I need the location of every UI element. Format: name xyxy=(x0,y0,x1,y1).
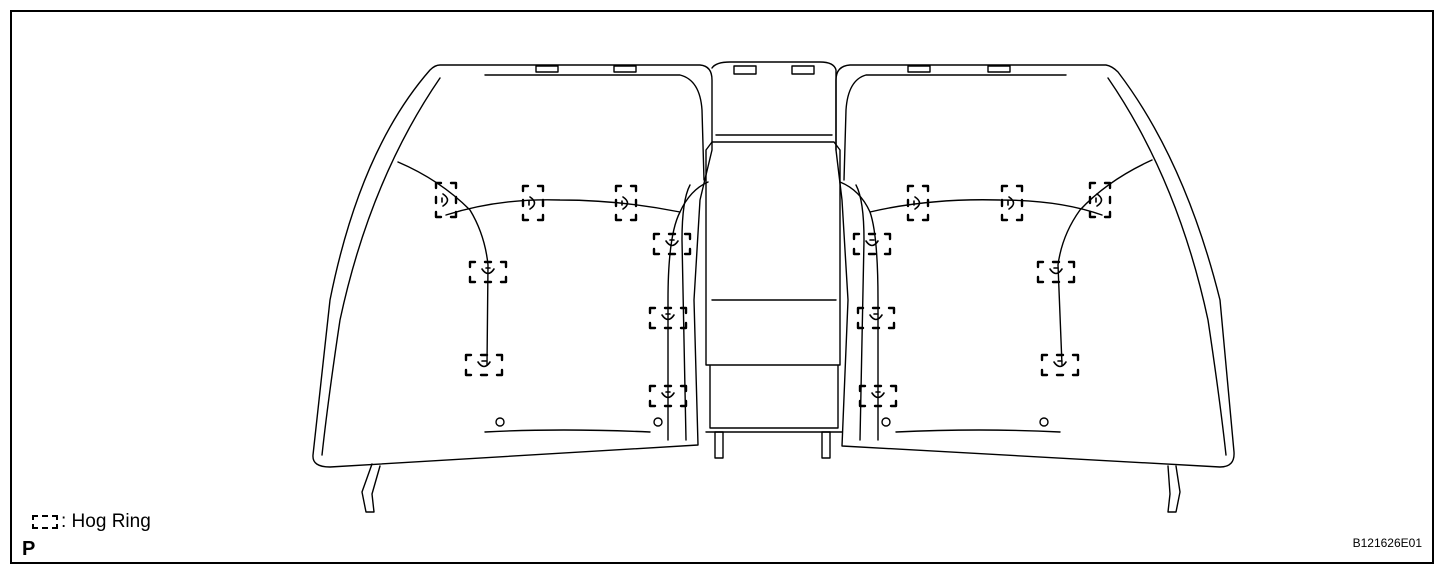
hog-ring-clip xyxy=(477,360,491,368)
hog-ring-clip xyxy=(665,239,679,247)
right-inner-side-line xyxy=(855,184,865,441)
hog-ring-marker xyxy=(464,353,504,377)
left-outer-seam xyxy=(321,77,441,456)
left-horizontal-seam xyxy=(445,199,681,216)
hog-ring-marker xyxy=(648,384,688,408)
hog-ring-clip xyxy=(621,196,629,210)
left-hole xyxy=(495,417,505,427)
hog-ring-marker xyxy=(906,184,930,222)
hog-ring-marker xyxy=(652,232,692,256)
left-upper-trim-line xyxy=(484,74,705,181)
hog-ring-clip xyxy=(441,193,449,207)
top-tabs xyxy=(535,65,1011,75)
hog-ring-clip xyxy=(1049,267,1063,275)
hog-ring-marker xyxy=(856,306,896,330)
hog-ring-marker xyxy=(1036,260,1076,284)
view-letter: P xyxy=(22,538,36,560)
hog-ring-clip xyxy=(1095,193,1103,207)
right-shoulder-seam xyxy=(1057,159,1153,366)
figure-frame xyxy=(10,10,1434,564)
left-frame-hook xyxy=(361,463,381,513)
hog-ring-marker xyxy=(434,181,458,219)
hog-ring-clip xyxy=(1053,360,1067,368)
left-shoulder-seam xyxy=(397,161,489,366)
hog-ring-marker xyxy=(1088,181,1112,219)
left-lower-edge-line xyxy=(484,429,651,433)
left-inner-seam xyxy=(667,181,709,441)
hog-ring-clip xyxy=(865,239,879,247)
center-panel xyxy=(705,61,843,459)
right-inner-seam xyxy=(839,181,879,441)
legend-label: : Hog Ring xyxy=(61,511,151,532)
right-upper-trim-line xyxy=(843,74,1067,181)
hog-ring-clip xyxy=(661,313,675,321)
hog-ring-clip xyxy=(481,267,495,275)
right-hole xyxy=(1039,417,1049,427)
hog-ring-marker xyxy=(648,306,688,330)
left-inner-hole xyxy=(653,417,663,427)
right-horizontal-seam xyxy=(869,199,1103,216)
right-outer-seam xyxy=(1107,77,1227,456)
hog-ring-marker xyxy=(614,184,638,222)
hog-ring-clip xyxy=(528,196,536,210)
hog-ring-marker xyxy=(468,260,508,284)
hog-ring-marker xyxy=(858,384,898,408)
left-seatback-outline xyxy=(312,64,713,468)
hog-ring-clip xyxy=(661,391,675,399)
hog-ring-clip xyxy=(869,313,883,321)
hog-ring-marker xyxy=(852,232,892,256)
hog-ring-clip xyxy=(1007,196,1015,210)
left-inner-side-line xyxy=(681,184,691,441)
hog-ring-clip xyxy=(913,196,921,210)
right-frame-hook xyxy=(1167,465,1181,513)
figure-code: B121626E01 xyxy=(1352,536,1422,550)
hog-ring-clip xyxy=(871,391,885,399)
hog-ring-marker xyxy=(1000,184,1024,222)
hog-ring-bracket-icon xyxy=(32,515,58,529)
hog-ring-marker xyxy=(521,184,545,222)
right-lower-edge-line xyxy=(895,429,1061,433)
legend: : Hog Ring xyxy=(32,510,151,534)
hog-ring-markers xyxy=(434,181,1112,408)
hog-ring-marker xyxy=(1040,353,1080,377)
right-inner-hole xyxy=(881,417,891,427)
